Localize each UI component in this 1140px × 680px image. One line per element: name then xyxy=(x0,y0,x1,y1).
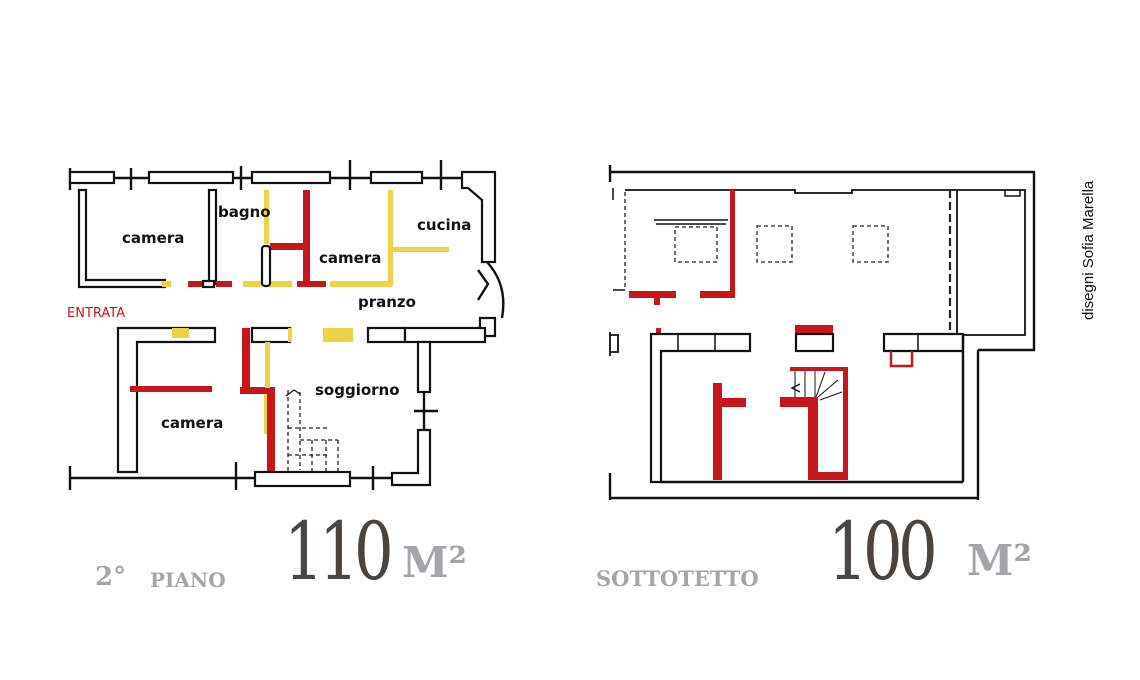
area-unit-sottotetto: M² xyxy=(967,536,1032,585)
area-unit-2-piano: M² xyxy=(402,538,467,587)
plan-secondo-piano: camera bagno camera cucina pranzo soggio… xyxy=(67,160,505,490)
room-label-soggiorno: soggiorno xyxy=(315,381,400,399)
room-label-camera-2: camera xyxy=(319,249,381,267)
room-label-pranzo: pranzo xyxy=(358,293,416,311)
level-number-label: 2° xyxy=(95,562,127,592)
plan-sottotetto xyxy=(608,165,1036,500)
room-label-cucina: cucina xyxy=(417,216,471,234)
level-name-sottotetto: SOTTOTETTO xyxy=(596,566,759,591)
level-name-label: PIANO xyxy=(150,568,226,592)
room-label-camera-3: camera xyxy=(161,414,223,432)
area-value-sottotetto: 100 xyxy=(828,505,938,598)
area-value-2-piano: 110 xyxy=(284,505,394,598)
entrance-label: ENTRATA xyxy=(67,306,125,321)
room-label-bagno: bagno xyxy=(218,203,271,221)
credit-text: disegni Sofia Marella xyxy=(1080,180,1097,320)
room-label-camera-1: camera xyxy=(122,229,184,247)
